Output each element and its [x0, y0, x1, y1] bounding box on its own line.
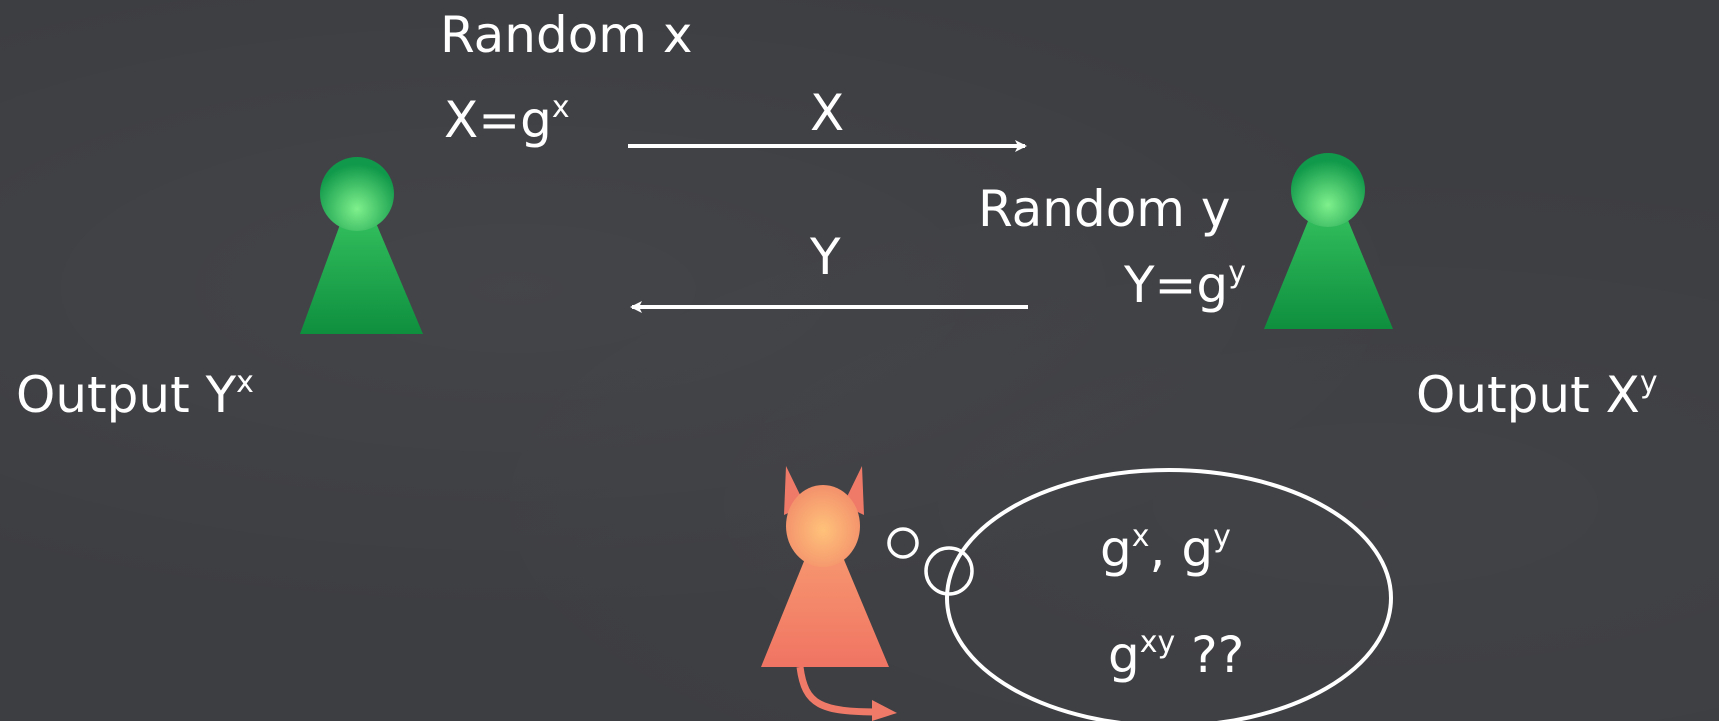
alice-public-key-base: X=g: [444, 91, 552, 149]
eve-tail: [796, 666, 881, 716]
eve-thought-question: ??: [1175, 626, 1245, 684]
message-to-alice-text: Y: [810, 228, 841, 286]
bob-public-key: Y=gy: [1124, 258, 1246, 310]
eve-thought-line2: gxy ??: [1108, 628, 1244, 680]
thought-bubble: [887, 468, 1393, 721]
message-to-bob-text: X: [810, 84, 845, 142]
eve-thought-g2: g: [1181, 520, 1214, 578]
bob-output-base: Output X: [1416, 366, 1640, 424]
bob-random-label: Random y: [978, 184, 1231, 234]
eve-thought-g3: g: [1108, 626, 1140, 684]
alice-public-key: X=gx: [444, 93, 570, 145]
message-to-alice: Y: [810, 232, 841, 282]
message-to-bob: X: [810, 88, 844, 138]
alice-head: [320, 157, 394, 231]
thought-dot-small: [887, 527, 919, 559]
alice-random-label: Random x: [440, 10, 693, 60]
eve-figure: [761, 466, 897, 721]
alice-output: Output Yx: [16, 368, 254, 420]
bob-output-exp: y: [1639, 365, 1658, 401]
eve-thought-g1: g: [1100, 520, 1132, 578]
bob-public-key-exp: y: [1228, 255, 1246, 291]
eve-thought-line1: gx, gy: [1100, 522, 1231, 574]
bob-body: [1264, 172, 1393, 329]
alice-output-exp: x: [236, 365, 254, 401]
eve-thought-exp3: xy: [1139, 625, 1176, 661]
bob-head: [1291, 153, 1365, 227]
thought-bubble-outline: [945, 468, 1393, 721]
eve-thought-exp2: y: [1213, 519, 1231, 555]
bob-public-key-base: Y=g: [1124, 256, 1229, 314]
alice-output-base: Output Y: [16, 366, 237, 424]
eve-thought-exp1: x: [1131, 519, 1150, 555]
bob-output: Output Xy: [1416, 368, 1658, 420]
alice-random-text: Random x: [440, 6, 693, 64]
eve-head: [786, 485, 860, 567]
alice-figure: [300, 157, 423, 334]
alice-public-key-exp: x: [551, 90, 570, 126]
eve-thought-sep: ,: [1149, 520, 1182, 578]
bob-random-text: Random y: [978, 180, 1231, 238]
bob-figure: [1264, 153, 1393, 329]
eve-body: [761, 512, 889, 667]
alice-body: [300, 178, 423, 334]
eve-tail-tip: [872, 700, 897, 721]
